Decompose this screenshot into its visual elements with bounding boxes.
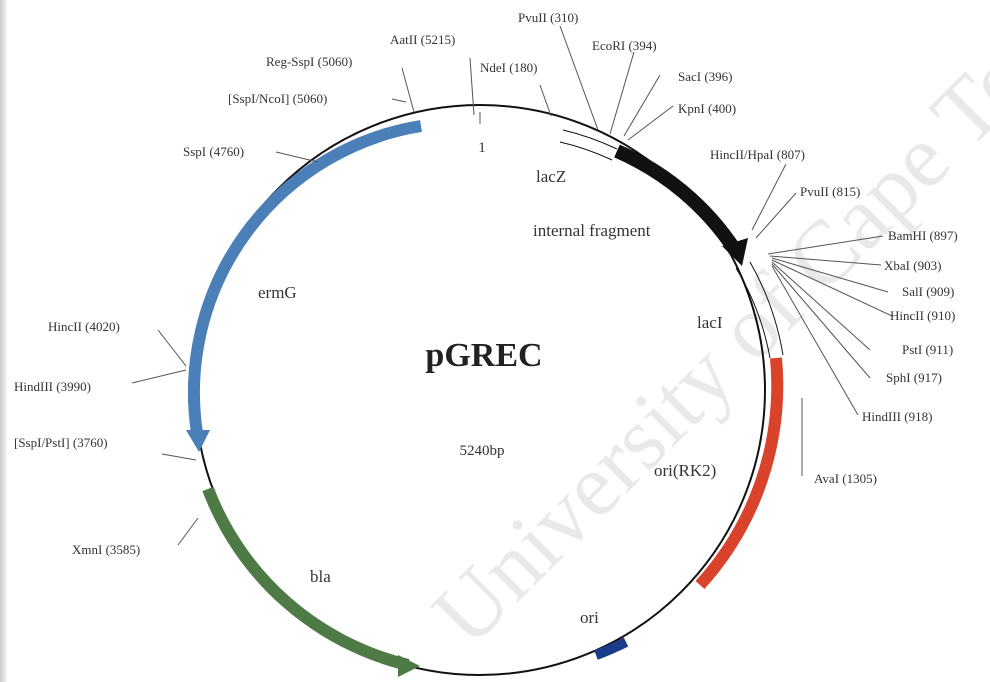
site-sspI-pstI-3760: [SspI/PstI] (3760) [14, 435, 108, 450]
site-salI-909: SalI (909) [902, 284, 954, 299]
site-ecoRI-394: EcoRI (394) [592, 38, 657, 53]
lacZ-open-arc [562, 129, 618, 150]
feature-ori-label: ori [580, 608, 599, 627]
leader-hincII-910 [771, 259, 893, 317]
ori-arc [594, 637, 629, 660]
leader-sacI-396 [623, 74, 661, 137]
leader-xbaI-903 [769, 255, 882, 266]
site-sspI-ncoI-5060: [SspI/NcoI] (5060) [228, 91, 327, 106]
site-hindIII-3990: HindIII (3990) [14, 379, 91, 394]
feature-oriRK2-label: ori(RK2) [654, 461, 716, 480]
feature-ermG-label: ermG [258, 283, 297, 302]
leader-reg-sspI-5060 [401, 67, 415, 113]
oriRK2-arc [695, 357, 784, 590]
lacI-arc-inner [735, 267, 771, 359]
site-pstI-911: PstI (911) [902, 342, 953, 357]
site-hindIII-918: HindIII (918) [862, 409, 932, 424]
watermark: University of Cape Town [414, 0, 990, 664]
leader-sspI-4760 [275, 151, 319, 163]
site-hincII-4020: HincII (4020) [48, 319, 120, 334]
site-kpnI-400: KpnI (400) [678, 101, 736, 116]
site-bamHI-897: BamHI (897) [888, 228, 958, 243]
origin-label: 1 [478, 140, 486, 156]
feature-lacZ-label: lacZ [536, 167, 566, 186]
site-pvuII-815: PvuII (815) [800, 184, 860, 199]
page-edge-shadow [0, 0, 8, 682]
lacZ-open-arc-inner [559, 141, 613, 161]
ermG-arrowhead [186, 430, 210, 452]
bla-arc [202, 486, 410, 671]
leader-sphI-917 [771, 263, 871, 379]
feature-bla-label: bla [310, 567, 331, 586]
leader-ecoRI-394 [609, 51, 635, 135]
leader-pvuII-815 [755, 192, 797, 239]
site-avaI-1305: AvaI (1305) [814, 471, 877, 486]
leader-hindIII-918 [771, 265, 859, 416]
feature-lacI-label: lacI [697, 313, 723, 332]
leader-pstI-911 [771, 261, 871, 351]
feature-internal-fragment-label: internal fragment [533, 221, 651, 240]
leader-sspI-pstI-3760 [161, 453, 197, 461]
leader-aatII-5215 [469, 57, 475, 116]
lacI-arc-outer [749, 261, 784, 356]
site-hincII-hpaI-807: HincII/HpaI (807) [710, 147, 805, 162]
site-ndeI-180: NdeI (180) [480, 60, 537, 75]
site-sphI-917: SphI (917) [886, 370, 942, 385]
site-sspI-4760: SspI (4760) [183, 144, 244, 159]
site-pvuII-310: PvuII (310) [518, 10, 578, 25]
lacZ-arrowhead [722, 238, 748, 266]
leader-xmnI-3585 [177, 517, 199, 546]
plasmid-name: pGREC [425, 337, 542, 374]
ermG-arc [187, 120, 422, 434]
leader-hincII-4020 [157, 329, 187, 367]
site-aatII-5215: AatII (5215) [390, 32, 455, 47]
lacZ-fragment-arc [614, 144, 741, 254]
leader-kpnI-400 [627, 105, 674, 141]
leader-hincII-hpaI-807 [751, 163, 787, 231]
site-xmnI-3585: XmnI (3585) [72, 542, 140, 557]
leader-hindIII-3990 [131, 369, 187, 384]
leader-pvuII-310 [559, 25, 599, 131]
site-reg-sspI-5060: Reg-SspI (5060) [266, 54, 352, 69]
plasmid-size: 5240bp [460, 443, 505, 459]
bla-arrowhead [398, 655, 420, 677]
leader-sspI-ncoI-5060 [391, 98, 407, 103]
site-xbaI-903: XbaI (903) [884, 258, 941, 273]
site-sacI-396: SacI (396) [678, 69, 733, 84]
leader-bamHI-897 [767, 235, 884, 255]
leader-ndeI-180 [539, 84, 552, 117]
site-hincII-910: HincII (910) [890, 308, 955, 323]
leader-salI-909 [771, 257, 889, 293]
